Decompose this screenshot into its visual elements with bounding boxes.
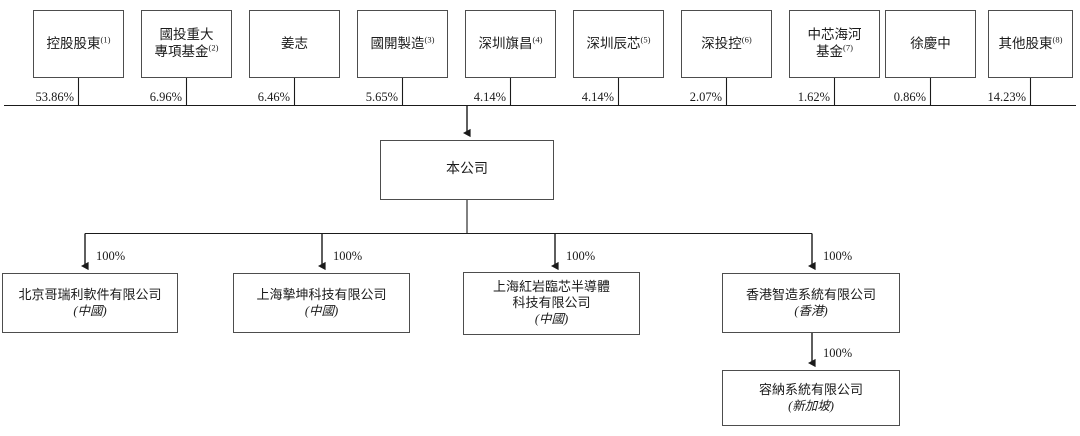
shareholder-box-7[interactable]: 深投控(6) (681, 10, 772, 78)
ownership-percent-9: 0.86% (893, 90, 926, 104)
shareholder-label-8: 中芯海河基金(7) (807, 27, 862, 59)
subsidiary-region-2: (中國) (304, 303, 339, 318)
shareholder-label-1: 控股股東(1) (46, 34, 111, 51)
subsidiary-drop-arrows (80, 233, 816, 271)
footnote-mark: (6) (741, 34, 752, 45)
shareholder-box-9[interactable]: 徐慶中 (885, 10, 976, 78)
shareholder-label-5: 深圳旗昌(4) (478, 34, 543, 51)
subsidiary-percent-1: 100% (96, 249, 126, 263)
ownership-percent-8: 1.62% (797, 90, 830, 104)
subsidiary-box-3[interactable]: 上海紅岩臨芯半導體科技有限公司(中國) (463, 272, 640, 335)
subsidiary-box-4[interactable]: 香港智造系統有限公司(香港) (722, 273, 900, 333)
subsidiary-label-2: 上海摯坤科技有限公司(中國) (234, 287, 409, 320)
shareholder-box-6[interactable]: 深圳辰芯(5) (573, 10, 664, 78)
ownership-percent-10: 14.23% (987, 90, 1026, 104)
shareholder-label-4: 國開製造(3) (370, 34, 435, 51)
footnote-mark: (1) (100, 34, 111, 45)
sub-subsidiary-label: 容納系統有限公司(新加坡) (723, 382, 899, 415)
ownership-percent-3: 6.46% (257, 90, 290, 104)
subsidiary-label-1: 北京哥瑞利軟件有限公司(中國) (3, 287, 177, 320)
sub-subsidiary-percent: 100% (823, 346, 853, 360)
company-label: 本公司 (446, 162, 488, 178)
ownership-percent-6: 4.14% (581, 90, 614, 104)
ownership-percent-7: 2.07% (689, 90, 722, 104)
footnote-mark: (4) (532, 34, 543, 45)
shareholder-box-2[interactable]: 國投重大專項基金(2) (141, 10, 232, 78)
subsidiary-percent-4: 100% (823, 249, 853, 263)
ownership-percent-4: 5.65% (365, 90, 398, 104)
subsidiary-percent-3: 100% (566, 249, 596, 263)
footnote-mark: (2) (208, 42, 219, 53)
subsidiary-label-4: 香港智造系統有限公司(香港) (723, 287, 899, 320)
shareholder-label-3: 姜志 (281, 35, 308, 51)
footnote-mark: (7) (843, 42, 853, 53)
shareholder-label-9: 徐慶中 (910, 35, 951, 51)
shareholder-label-2: 國投重大專項基金(2) (154, 27, 219, 59)
sub-subsidiary-box[interactable]: 容納系統有限公司(新加坡) (722, 370, 900, 426)
shareholder-box-5[interactable]: 深圳旗昌(4) (465, 10, 556, 78)
company-box[interactable]: 本公司 (380, 140, 554, 200)
subsidiary-region-1: (中國) (73, 303, 107, 318)
sub-subsidiary-region: (新加坡) (788, 398, 834, 413)
shareholder-label-7: 深投控(6) (701, 34, 752, 51)
shareholder-box-4[interactable]: 國開製造(3) (357, 10, 448, 78)
shareholder-box-1[interactable]: 控股股東(1) (33, 10, 124, 78)
footnote-mark: (5) (640, 34, 651, 45)
shareholder-box-10[interactable]: 其他股東(8) (988, 10, 1073, 78)
footnote-mark: (8) (1052, 34, 1063, 45)
footnote-mark: (3) (424, 34, 435, 45)
ownership-percent-2: 6.96% (149, 90, 182, 104)
ownership-percent-1: 53.86% (35, 90, 74, 104)
shareholder-box-8[interactable]: 中芯海河基金(7) (789, 10, 880, 78)
shareholder-label-10: 其他股東(8) (998, 34, 1063, 51)
ownership-percent-5: 4.14% (473, 90, 506, 104)
subsidiary-percent-2: 100% (333, 249, 363, 263)
subsidiary-box-1[interactable]: 北京哥瑞利軟件有限公司(中國) (2, 273, 178, 333)
subsidiary-region-3: (中國) (534, 312, 569, 327)
subsidiary-label-3: 上海紅岩臨芯半導體科技有限公司(中國) (464, 279, 639, 328)
shareholder-box-3[interactable]: 姜志 (249, 10, 340, 78)
subsidiary-region-4: (香港) (794, 303, 828, 318)
subsidiary-box-2[interactable]: 上海摯坤科技有限公司(中國) (233, 273, 410, 333)
shareholder-label-6: 深圳辰芯(5) (586, 34, 651, 51)
